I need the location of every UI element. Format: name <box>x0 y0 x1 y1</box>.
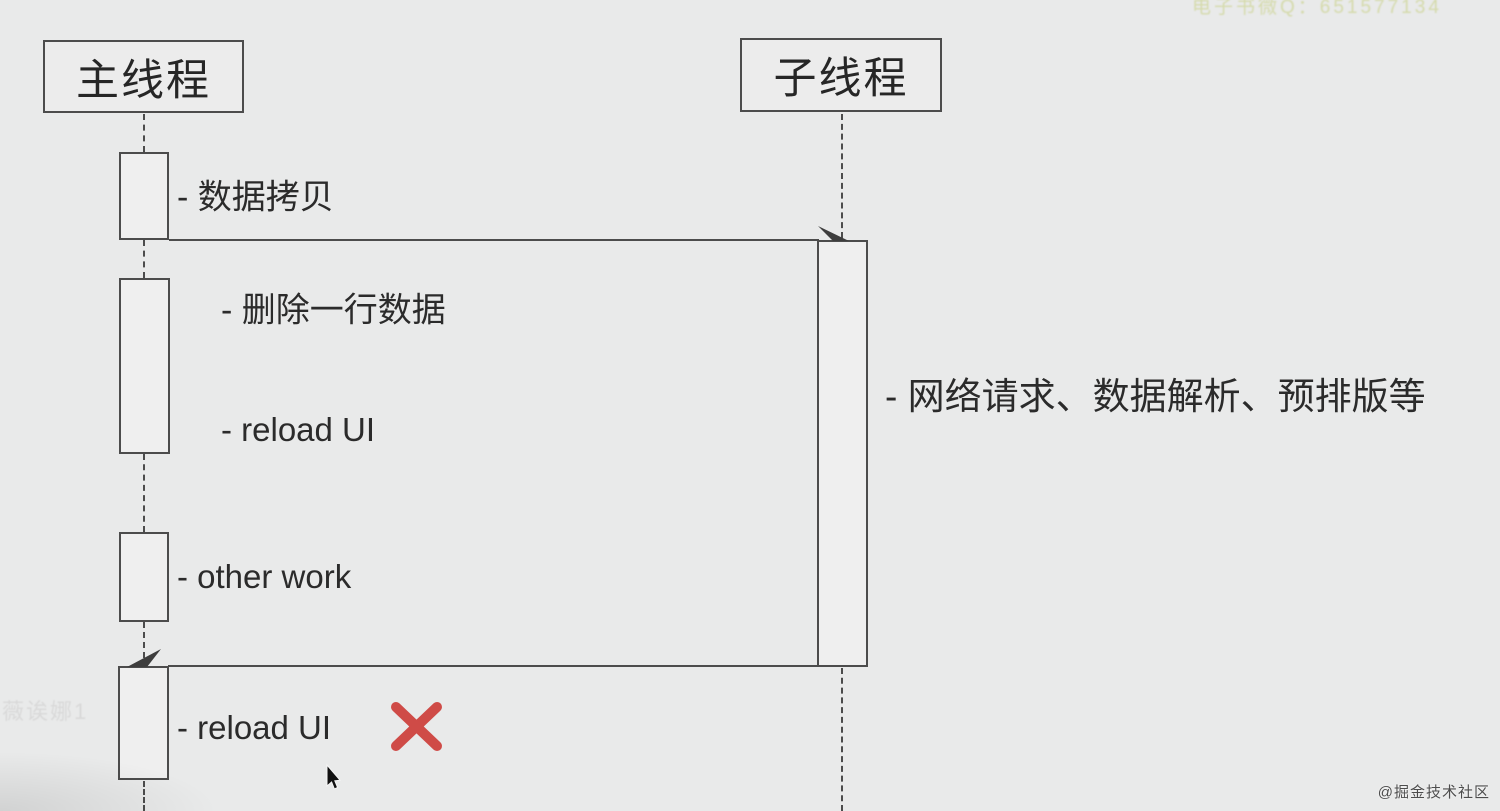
watermark-top-right: 电子书微Q：651577134 <box>1192 0 1442 18</box>
main-lifeline-segment <box>143 781 145 811</box>
main-lifeline-segment <box>143 240 145 278</box>
error-x-icon <box>391 702 442 751</box>
step-label-reload-ui: - reload UI <box>221 411 376 448</box>
step-label-delete-row: - 删除一行数据 <box>221 291 446 330</box>
main-lifeline-segment <box>143 454 145 532</box>
activation-child-background-task <box>817 240 868 667</box>
child-lifeline-segment <box>841 114 843 238</box>
actor-box-child-thread: 子线程 <box>740 38 942 112</box>
activation-main-reload-blocked <box>118 666 169 780</box>
activation-main-other-work <box>119 532 169 622</box>
activation-main-delete-reload <box>119 278 170 454</box>
step-label-child-task: - 网络请求、数据解析、预排版等 <box>885 376 1426 417</box>
step-label-reload-ui-blocked: - reload UI <box>177 709 332 746</box>
actor-label-main-thread: 主线程 <box>76 56 211 105</box>
main-lifeline-segment <box>143 622 145 658</box>
cursor-icon <box>326 763 341 790</box>
arrowhead-right-icon <box>818 226 849 241</box>
activation-main-data-copy <box>119 152 169 240</box>
watermark-juejin: @掘金技术社区 <box>1377 784 1490 801</box>
watermark-left: 薇诶娜1 <box>2 699 89 724</box>
step-label-other-work: - other work <box>177 558 352 595</box>
actor-label-child-thread: 子线程 <box>773 55 909 103</box>
child-lifeline-segment <box>841 668 843 811</box>
message-line-dispatch-to-child <box>169 239 819 241</box>
corner-vignette <box>0 751 220 811</box>
actor-box-main-thread: 主线程 <box>43 40 244 113</box>
main-lifeline-segment <box>143 114 145 152</box>
message-line-return-to-main <box>168 665 819 667</box>
step-label-data-copy: - 数据拷贝 <box>177 178 334 217</box>
